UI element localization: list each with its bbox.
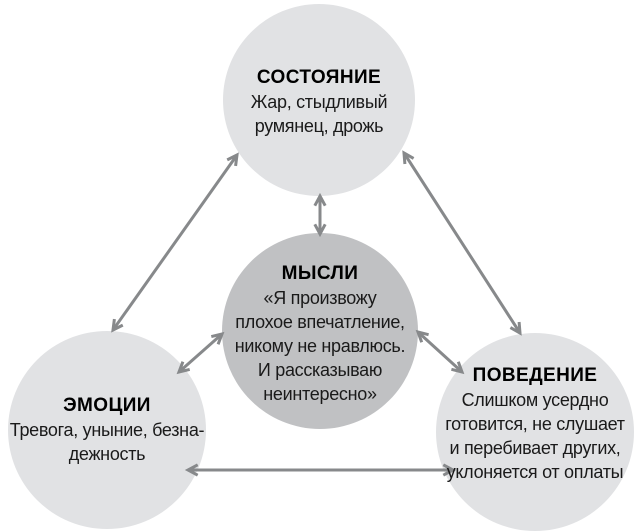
emotions-circle [8, 331, 206, 529]
state-node-label: СОСТОЯНИЕ Жар, стыдливый румянец, дрожь [209, 66, 429, 138]
emotions-body: Тревога, уныние, безна- дежность [9, 420, 205, 464]
arrow-state-behavior [402, 150, 522, 336]
state-circle [223, 4, 415, 196]
thoughts-title: МЫСЛИ [281, 263, 359, 284]
behavior-body: Слишком усердно готовится, не слушает и … [445, 390, 625, 482]
arrow-emotions-behavior [184, 463, 457, 477]
arrows-group [111, 150, 522, 477]
arrow-state-emotions [111, 152, 239, 333]
arrow-state-thoughts [313, 192, 327, 238]
behavior-circle [436, 333, 634, 531]
state-body: Жар, стыдливый румянец, дрожь [250, 92, 388, 136]
arrow-thoughts-behavior [415, 329, 465, 375]
emotions-node-label: ЭМОЦИИ Тревога, уныние, безна- дежность [0, 394, 217, 466]
thoughts-body: «Я произвожу плохое впечатление, никому … [234, 288, 406, 404]
state-title: СОСТОЯНИЕ [256, 67, 382, 88]
thoughts-node-label: МЫСЛИ «Я произвожу плохое впечатление, н… [210, 262, 430, 406]
emotions-title: ЭМОЦИИ [63, 395, 151, 416]
arrow-thoughts-emotions [176, 331, 225, 375]
behavior-title: ПОВЕДЕНИЕ [472, 365, 598, 386]
behavior-node-label: ПОВЕДЕНИЕ Слишком усердно готовится, не … [425, 364, 642, 484]
thoughts-circle [222, 233, 418, 429]
